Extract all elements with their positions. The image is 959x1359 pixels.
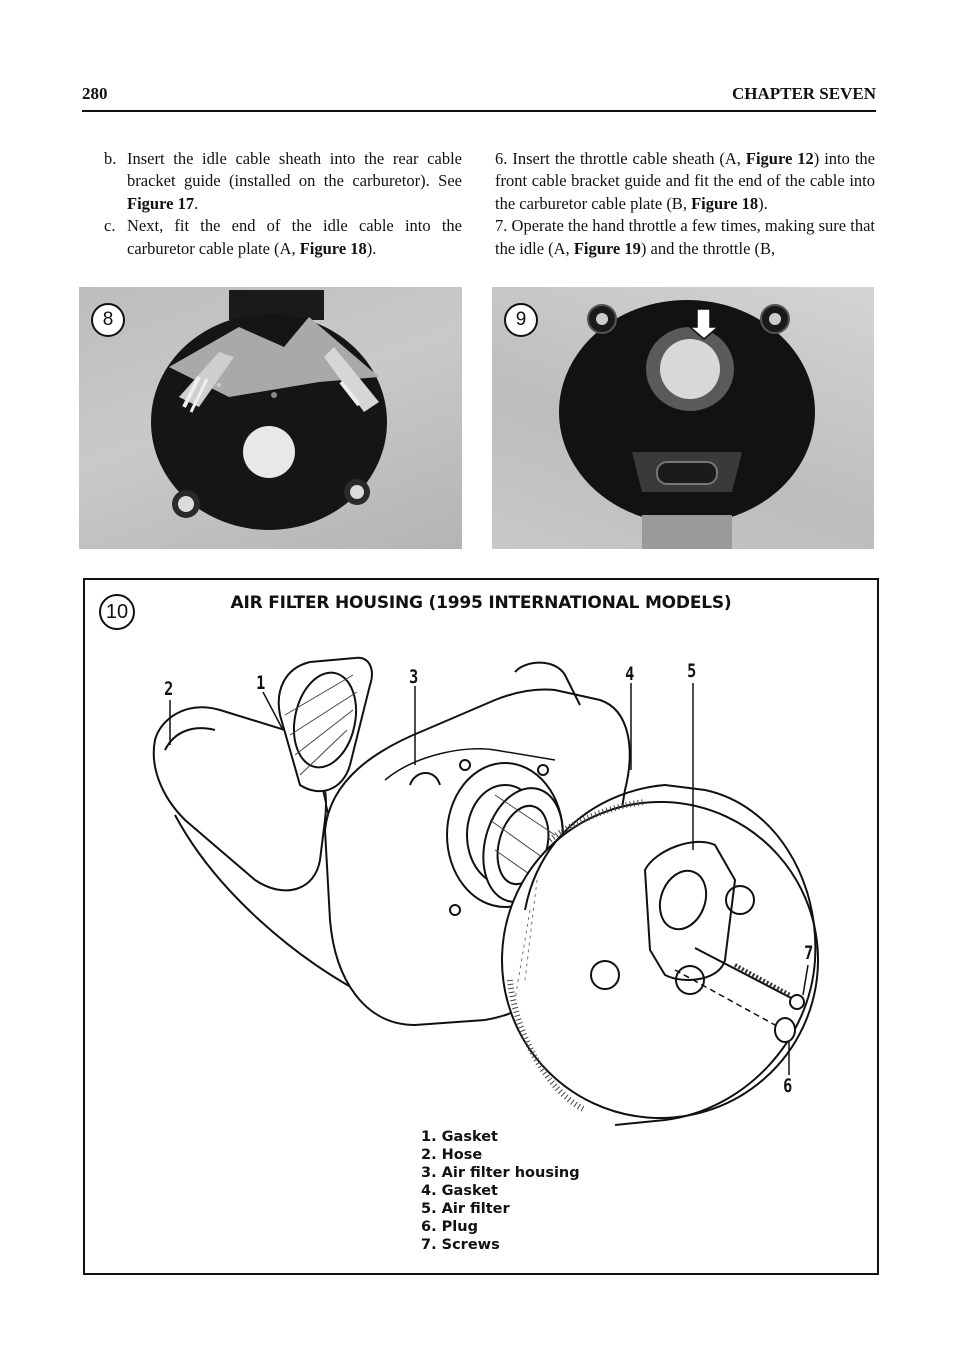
legend-item: 6. Plug xyxy=(421,1219,478,1235)
legend-item: 3. Air filter housing xyxy=(421,1165,580,1181)
callout-2: 2 xyxy=(164,678,174,700)
callout-4: 4 xyxy=(625,663,635,685)
step-label: c. xyxy=(104,216,116,236)
backing-plate-image xyxy=(151,290,387,530)
figure-10-diagram: 10 AIR FILTER HOUSING (1995 INTERNATIONA… xyxy=(83,578,879,1275)
step-6: 6. Insert the throttle cable sheath (A, … xyxy=(495,149,875,213)
figure-number-badge: 8 xyxy=(91,303,125,337)
figure-ref[interactable]: Figure 19 xyxy=(573,238,641,258)
callout-7: 7 xyxy=(804,942,814,964)
figure-8-photo: 8 xyxy=(79,287,462,549)
figure-title: AIR FILTER HOUSING (1995 INTERNATIONAL M… xyxy=(230,593,732,613)
legend-item: 2. Hose xyxy=(421,1147,483,1163)
right-column: 6. Insert the throttle cable sheath (A, … xyxy=(495,148,875,260)
figure-number-badge: 9 xyxy=(504,303,538,337)
callout-6: 6 xyxy=(783,1075,793,1097)
legend-item: 7. Screws xyxy=(421,1237,500,1253)
chapter-title: CHAPTER SEVEN xyxy=(731,84,876,103)
step-label: b. xyxy=(104,149,117,168)
callout-1: 1 xyxy=(256,672,266,694)
legend-item: 5. Air filter xyxy=(421,1201,510,1217)
page-header: 280 CHAPTER SEVEN xyxy=(82,84,876,112)
page-number: 280 xyxy=(82,84,108,103)
step-text: Next, fit the end of the idle cable into… xyxy=(127,216,462,258)
callout-5: 5 xyxy=(687,660,697,682)
step-c: c. Next, fit the end of the idle cable i… xyxy=(104,215,462,260)
filter-backplate-image xyxy=(559,300,815,549)
figure-number-badge: 10 xyxy=(99,594,135,630)
figure-ref[interactable]: Figure 18 xyxy=(299,238,367,258)
step-text: Insert the idle cable sheath into the re… xyxy=(127,149,462,191)
legend-item: 4. Gasket xyxy=(421,1183,498,1199)
callout-3: 3 xyxy=(409,666,419,688)
legend-item: 1. Gasket xyxy=(421,1129,498,1145)
figure-ref[interactable]: Figure 12 xyxy=(745,149,814,168)
figure-ref[interactable]: Figure 18 xyxy=(691,193,759,213)
left-column: b. Insert the idle cable sheath into the… xyxy=(104,148,462,260)
step-7: 7. Operate the hand throttle a few times… xyxy=(495,216,875,258)
figure-9-photo: 9 xyxy=(492,287,874,549)
step-b: b. Insert the idle cable sheath into the… xyxy=(104,148,462,215)
exploded-view-drawing xyxy=(152,656,819,1126)
figure-ref[interactable]: Figure 17 xyxy=(127,193,195,213)
parts-legend: 1. Gasket 2. Hose 3. Air filter housing … xyxy=(421,1128,580,1254)
